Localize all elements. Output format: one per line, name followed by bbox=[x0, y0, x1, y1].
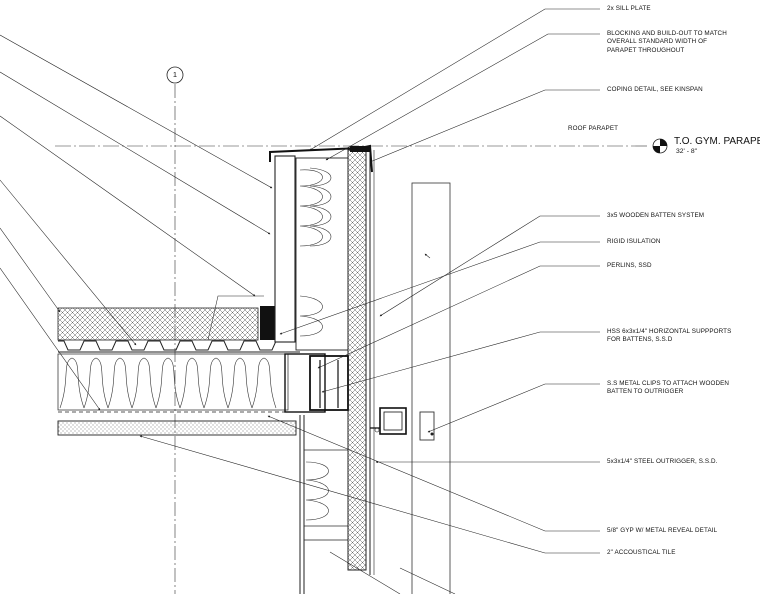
note-coping: COPING DETAIL, SEE KINSPAN bbox=[607, 86, 703, 93]
acoustical-ceiling-tile bbox=[57, 420, 297, 436]
leader-lines bbox=[0, 8, 600, 594]
level-elevation: 32' - 8" bbox=[676, 148, 698, 155]
note-hss-supports: HSS 6x3x1/4" HORIZONTAL SUPPPORTS FOR BA… bbox=[607, 328, 732, 344]
note-outrigger: 5x3x1/4" STEEL OUTRIGGER, S.S.D. bbox=[607, 458, 718, 465]
metal-roof-deck bbox=[58, 340, 300, 353]
note-purlins: PERLINS, SSD bbox=[607, 262, 652, 269]
hss-steel-members bbox=[284, 353, 349, 413]
level-name: T.O. GYM. PARAPET bbox=[674, 136, 760, 147]
note-sill-plate: 2x SILL PLATE bbox=[607, 5, 651, 12]
roof-parapet-label: ROOF PARAPET bbox=[568, 125, 619, 132]
parapet-wall bbox=[274, 149, 375, 575]
roof-edge-block bbox=[260, 306, 276, 340]
grid-bubble-label: 1 bbox=[172, 70, 178, 79]
note-acoustical-tile: 2" ACCOUSTICAL TILE bbox=[607, 549, 676, 556]
note-metal-clips: S.S METAL CLIPS TO ATTACH WOODEN BATTEN … bbox=[607, 380, 730, 396]
note-gyp-reveal: 5/8" GYP W/ METAL REVEAL DETAIL bbox=[607, 527, 718, 534]
coping-cap bbox=[269, 144, 373, 173]
note-blocking: BLOCKING AND BUILD-OUT TO MATCH OVERALL … bbox=[607, 30, 727, 54]
note-rigid-insulation: RIGID ISULATION bbox=[607, 238, 661, 245]
note-batten-system: 3x5 WOODEN BATTEN SYSTEM bbox=[607, 212, 705, 219]
batten-support bbox=[370, 182, 451, 594]
lower-wall bbox=[299, 415, 349, 594]
batt-insulation-roof bbox=[57, 353, 300, 413]
roof-rigid-insulation bbox=[57, 307, 259, 341]
